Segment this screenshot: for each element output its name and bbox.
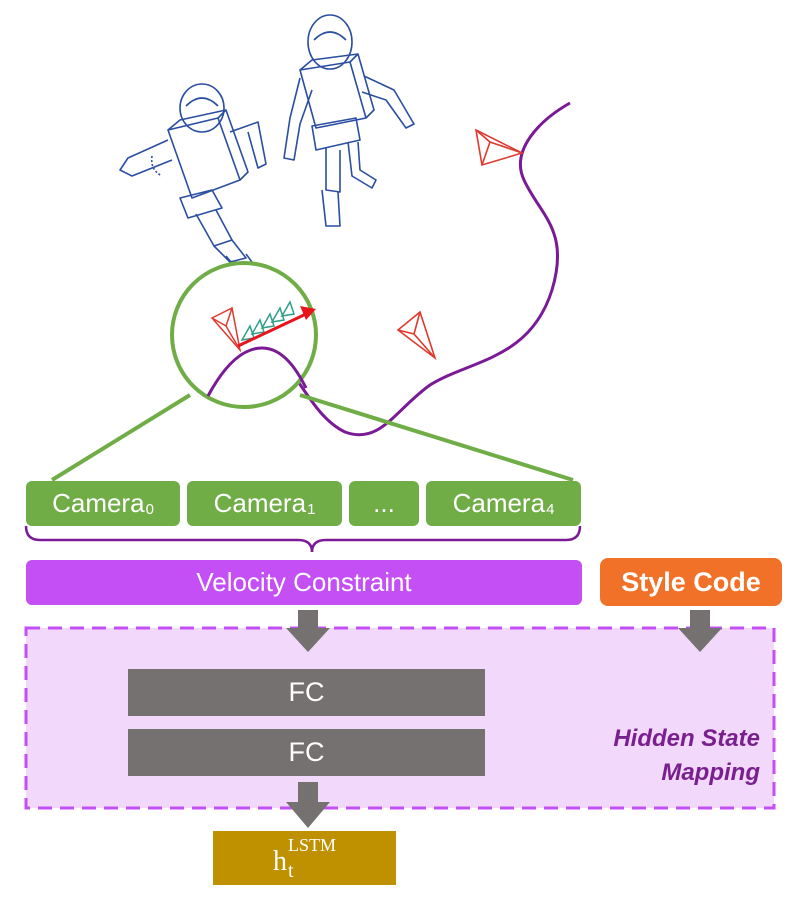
camera-ellipsis-box: ... <box>349 481 419 526</box>
camera-trajectory <box>288 101 571 437</box>
camera-1-label: Camera <box>213 488 307 518</box>
style-code-label: Style Code <box>621 566 761 597</box>
hidden-state-label-line-1: Hidden State <box>613 725 760 752</box>
zoomed-trajectory <box>206 346 308 397</box>
camera-1-subscript: 1 <box>307 501 316 518</box>
camera-frustum-middle <box>396 310 437 361</box>
fc-layer-1-label: FC <box>288 677 325 707</box>
output-subscript: t <box>287 860 294 882</box>
camera-ellipsis-label: ... <box>373 488 395 518</box>
camera-4-label: Camera <box>452 488 546 518</box>
fc-layer-1: FC <box>128 669 485 716</box>
character-figure-right <box>283 14 415 227</box>
hidden-state-mapping-label: Hidden State Mapping <box>560 722 760 790</box>
zoomed-camera-sequence <box>240 300 295 341</box>
velocity-arrow <box>237 306 316 348</box>
camera-0-subscript: 0 <box>145 501 154 518</box>
camera-frustum-top <box>474 128 525 167</box>
velocity-constraint-box: Velocity Constraint <box>26 560 582 605</box>
output-base: h <box>272 846 287 877</box>
fc-layer-2: FC <box>128 729 485 776</box>
lstm-hidden-state-output: h LSTM t <box>213 831 396 885</box>
fc-layer-2-label: FC <box>288 737 325 767</box>
arrow-velocity-to-fc <box>286 610 330 652</box>
arrow-style-to-mapping <box>678 610 722 652</box>
camera-4-subscript: 4 <box>546 501 555 518</box>
velocity-constraint-label: Velocity Constraint <box>196 567 412 597</box>
camera-0-label: Camera <box>52 488 145 518</box>
camera-brace <box>24 525 582 553</box>
hidden-state-region <box>24 626 776 810</box>
output-superscript: LSTM <box>287 835 336 855</box>
character-figure-left <box>119 83 267 291</box>
hidden-state-label-line-2: Mapping <box>661 759 760 786</box>
zoom-connector-left <box>50 393 192 482</box>
arrow-fc-to-output <box>286 782 330 828</box>
zoom-connector-right <box>299 393 574 482</box>
style-code-box: Style Code <box>600 558 782 606</box>
zoomed-camera-frustum <box>210 306 242 353</box>
